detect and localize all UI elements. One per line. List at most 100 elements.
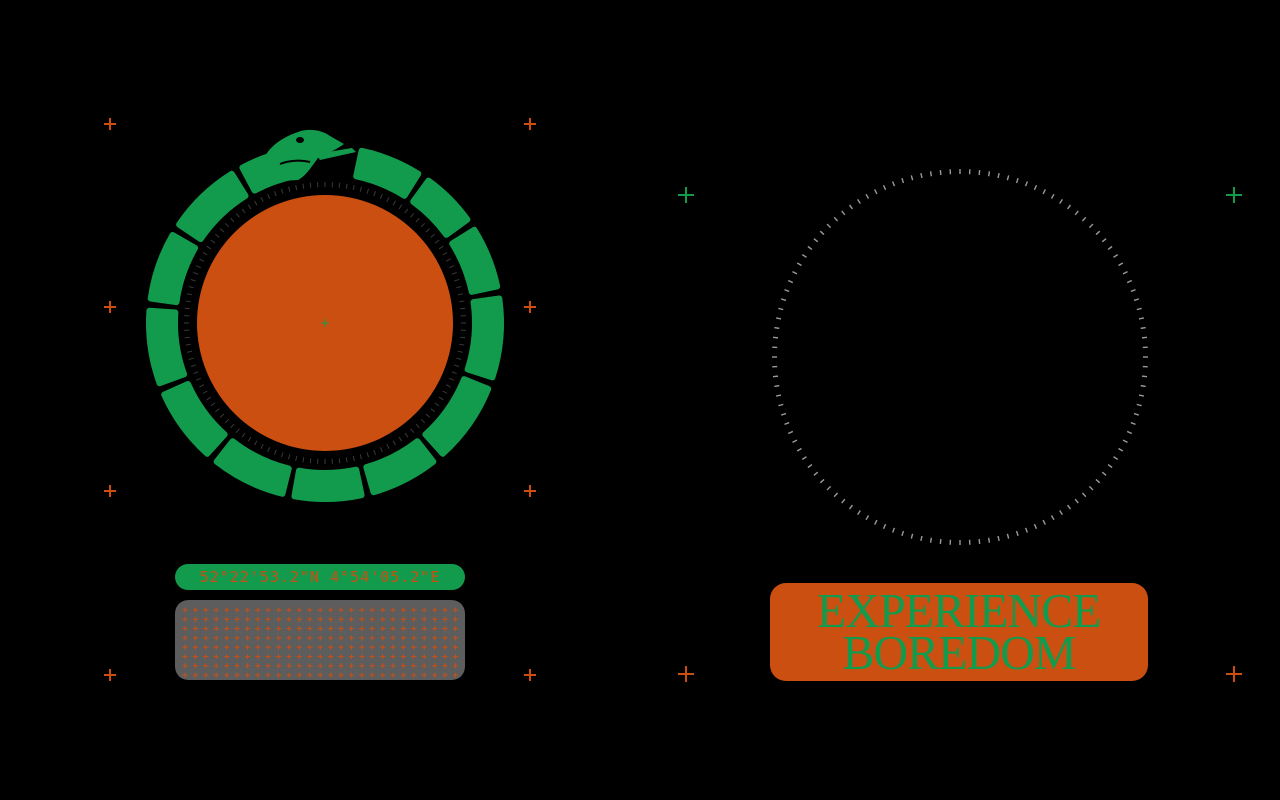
experience-boredom-button[interactable]: EXPERIENCE BOREDOM (770, 583, 1148, 681)
grid-cross (317, 672, 323, 678)
dial-tick (1140, 326, 1146, 330)
grid-cross (296, 672, 302, 678)
grid-cross (390, 607, 396, 613)
inner-tick (456, 357, 462, 360)
grid-cross (276, 616, 282, 622)
grid-cross (432, 663, 438, 669)
crosshair-mark-icon (1226, 187, 1242, 203)
grid-cross (265, 635, 271, 641)
grid-cross (348, 644, 354, 650)
dial-tick (882, 523, 887, 530)
grid-cross (307, 607, 313, 613)
grid-cross (369, 635, 375, 641)
grid-cross (452, 607, 458, 613)
dial-tick (848, 504, 854, 510)
inner-tick (235, 213, 240, 218)
dial-tick (882, 184, 887, 191)
dial-tick (1130, 288, 1136, 293)
dial-tick (1059, 198, 1063, 204)
dial-tick (1133, 412, 1140, 416)
grid-cross (338, 607, 344, 613)
grid-cross (192, 672, 198, 678)
grid-cross (442, 616, 448, 622)
grid-cross (411, 672, 417, 678)
grid-cross (380, 672, 386, 678)
dial-tick (1113, 254, 1119, 258)
dial-tick (1066, 204, 1072, 210)
inner-tick (457, 350, 464, 353)
grid-cross (317, 663, 323, 669)
inner-tick (202, 390, 208, 394)
grid-cross (244, 626, 250, 632)
dial-tick (772, 375, 779, 378)
inner-tick (359, 454, 362, 460)
grid-cross (348, 672, 354, 678)
inner-tick (288, 186, 291, 192)
grid-cross (317, 644, 323, 650)
grid-cross (442, 635, 448, 641)
inner-tick (386, 197, 390, 203)
grid-cross (338, 672, 344, 678)
grid-cross (276, 626, 282, 632)
grid-cross (369, 607, 375, 613)
inner-tick (420, 222, 426, 228)
grid-cross (276, 672, 282, 678)
inner-tick (247, 204, 252, 210)
inner-tick (206, 396, 212, 401)
inner-tick (188, 286, 194, 289)
inner-tick (457, 293, 464, 296)
grid-cross (411, 626, 417, 632)
grid-cross (276, 654, 282, 659)
dial-tick (1059, 510, 1063, 516)
grid-cross (432, 635, 438, 641)
grid-cross (234, 635, 240, 641)
inner-tick (454, 364, 460, 368)
grid-cross (317, 654, 323, 659)
grid-cross (182, 616, 188, 622)
grid-cross (244, 644, 250, 650)
grid-cross (421, 644, 427, 650)
dial-tick (1006, 533, 1010, 539)
dial-tick (796, 262, 802, 267)
inner-tick (373, 449, 376, 455)
grid-cross (380, 616, 386, 622)
dial-tick (780, 298, 787, 302)
inner-tick (206, 245, 212, 250)
dial-tick (1042, 189, 1046, 195)
grid-cross (296, 663, 302, 669)
snake-segment (449, 226, 501, 295)
snake-segment (422, 376, 492, 457)
grid-cross (203, 654, 209, 659)
grid-crosshair-marks (182, 607, 458, 678)
grid-cross (213, 635, 219, 641)
grid-cross (255, 616, 261, 622)
grid-cross (380, 635, 386, 641)
grid-cross (265, 607, 271, 613)
grid-cross (400, 626, 406, 632)
grid-cross (286, 672, 292, 678)
grid-cross (411, 654, 417, 659)
dial-tick (920, 535, 923, 542)
inner-tick (224, 222, 230, 228)
dial-tick (772, 336, 779, 339)
inner-tick (235, 428, 240, 433)
grid-cross (244, 663, 250, 669)
grid-cross (432, 672, 438, 678)
dial-tick (857, 198, 861, 204)
dial-tick (978, 169, 981, 176)
dial-tick (1074, 498, 1079, 504)
grid-cross (182, 672, 188, 678)
grid-cross (411, 663, 417, 669)
dial-tick (775, 394, 782, 397)
dial-tick (1140, 384, 1146, 388)
dial-tick (1130, 421, 1136, 426)
grid-cross (307, 663, 313, 669)
inner-tick (425, 228, 431, 233)
grid-cross (317, 616, 323, 622)
grid-cross (359, 663, 365, 669)
grid-cross (255, 644, 261, 650)
grid-cross (442, 654, 448, 659)
snake-segment (291, 466, 365, 502)
grid-cross (328, 635, 334, 641)
inner-tick (210, 239, 216, 244)
